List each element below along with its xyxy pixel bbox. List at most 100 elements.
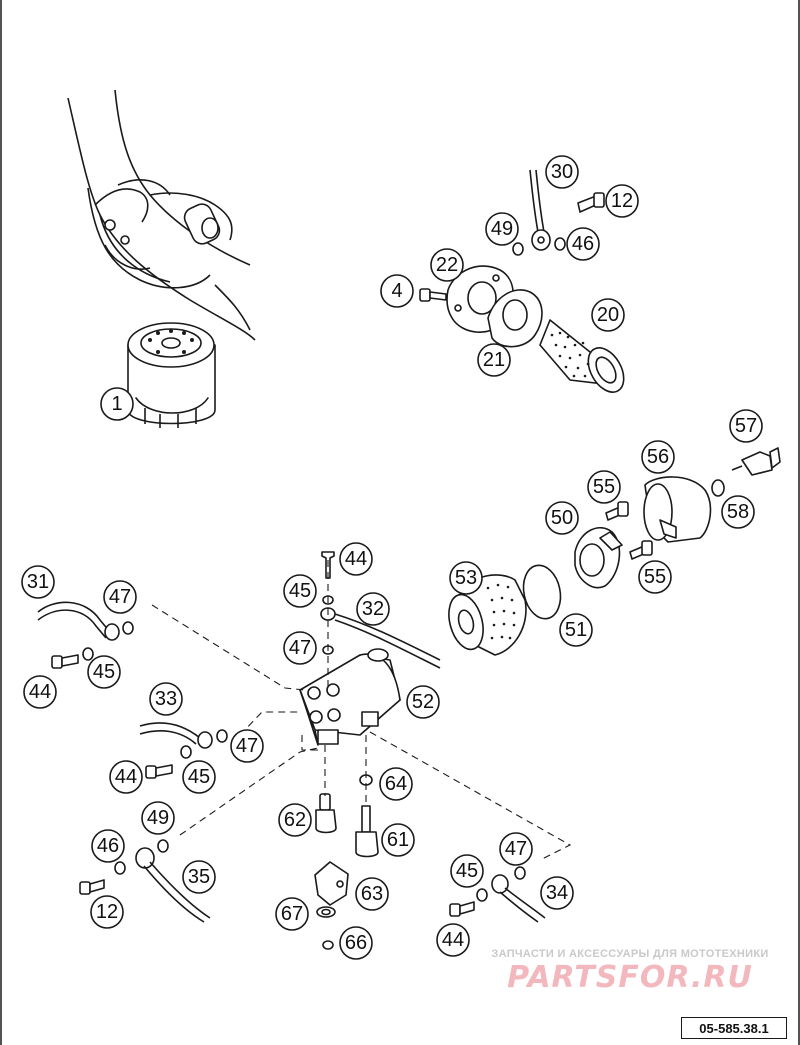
svg-text:21: 21: [483, 349, 505, 371]
callout-53: 53: [449, 561, 483, 595]
svg-text:12: 12: [611, 190, 633, 212]
svg-text:20: 20: [597, 304, 619, 326]
callout-45c: 45: [182, 760, 216, 794]
svg-text:63: 63: [361, 883, 383, 905]
svg-text:55: 55: [644, 566, 666, 588]
svg-text:35: 35: [188, 866, 210, 888]
svg-text:33: 33: [155, 688, 177, 710]
svg-text:49: 49: [147, 807, 169, 829]
callout-21: 21: [477, 343, 511, 377]
callout-44b: 44: [23, 675, 57, 709]
svg-text:4: 4: [391, 280, 402, 302]
svg-text:45: 45: [93, 661, 115, 683]
callout-63: 63: [355, 877, 389, 911]
svg-text:44: 44: [345, 548, 367, 570]
svg-text:45: 45: [289, 580, 311, 602]
callout-31: 31: [21, 565, 55, 599]
callout-32: 32: [356, 592, 390, 626]
callout-46b: 46: [91, 829, 125, 863]
callout-45d: 45: [450, 854, 484, 888]
filter-housing-group: [448, 447, 781, 656]
callout-55a: 55: [587, 470, 621, 504]
svg-text:47: 47: [505, 838, 527, 860]
callout-57: 57: [729, 409, 763, 443]
svg-text:47: 47: [289, 637, 311, 659]
callout-33: 33: [149, 682, 183, 716]
callout-34: 34: [540, 876, 574, 910]
callout-4: 4: [380, 274, 414, 308]
svg-text:44: 44: [115, 766, 137, 788]
oil-filter-1: [127, 322, 216, 428]
callout-64: 64: [379, 767, 413, 801]
svg-text:46: 46: [97, 835, 119, 857]
svg-text:52: 52: [412, 691, 434, 713]
svg-text:50: 50: [551, 507, 573, 529]
distributor-block-52: [299, 648, 401, 746]
callout-66: 66: [339, 926, 373, 960]
callout-58: 58: [721, 495, 755, 529]
filter-cover-group: [419, 169, 625, 393]
svg-text:1: 1: [111, 393, 122, 415]
callout-12b: 12: [90, 895, 124, 929]
svg-text:44: 44: [442, 929, 464, 951]
callout-56: 56: [641, 440, 675, 474]
svg-text:56: 56: [647, 446, 669, 468]
callout-50: 50: [545, 501, 579, 535]
callout-61: 61: [381, 823, 415, 857]
hose-33: [139, 722, 228, 779]
svg-text:47: 47: [236, 735, 258, 757]
leader-lines: [151, 560, 572, 861]
callout-20: 20: [591, 298, 625, 332]
callout-47a: 47: [103, 580, 137, 614]
svg-text:62: 62: [284, 809, 306, 831]
svg-text:66: 66: [345, 932, 367, 954]
svg-text:53: 53: [455, 567, 477, 589]
callout-12a: 12: [605, 184, 639, 218]
callout-55b: 55: [638, 560, 672, 594]
svg-text:44: 44: [29, 681, 51, 703]
callout-49a: 49: [485, 212, 519, 246]
callout-30: 30: [545, 155, 579, 189]
callout-51: 51: [559, 613, 593, 647]
svg-text:45: 45: [188, 766, 210, 788]
callout-45b: 45: [87, 655, 121, 689]
reference-code-box: 05-585.38.1: [681, 1017, 787, 1039]
callout-46a: 46: [566, 227, 600, 261]
callout-45a: 45: [283, 574, 317, 608]
hose-35: [79, 839, 211, 923]
svg-text:57: 57: [735, 415, 757, 437]
svg-text:46: 46: [572, 233, 594, 255]
callout-47c: 47: [230, 729, 264, 763]
svg-text:45: 45: [456, 860, 478, 882]
svg-text:64: 64: [385, 773, 407, 795]
hose-34: [449, 866, 546, 923]
watermark-logo: PARTSFOR.RU: [507, 960, 753, 995]
callout-44d: 44: [436, 923, 470, 957]
svg-text:67: 67: [281, 903, 303, 925]
hose-31: [37, 601, 134, 669]
callout-35: 35: [182, 860, 216, 894]
watermark: ЗАПЧАСТИ И АКСЕССУАРЫ ДЛЯ МОТОТЕХНИКИ PA…: [470, 948, 790, 996]
callout-62: 62: [278, 803, 312, 837]
lower-mounting-parts: [314, 774, 379, 950]
svg-text:61: 61: [387, 829, 409, 851]
svg-text:47: 47: [109, 586, 131, 608]
svg-text:30: 30: [551, 161, 573, 183]
svg-text:22: 22: [436, 254, 458, 276]
callout-22: 22: [430, 248, 464, 282]
callout-1: 1: [100, 387, 134, 421]
callout-47d: 47: [499, 832, 533, 866]
callout-44a: 44: [339, 542, 373, 576]
frame-section: [67, 89, 256, 341]
callout-49b: 49: [141, 801, 175, 835]
watermark-tagline: ЗАПЧАСТИ И АКСЕССУАРЫ ДЛЯ МОТОТЕХНИКИ: [491, 948, 769, 960]
svg-text:55: 55: [593, 476, 615, 498]
callout-44c: 44: [109, 760, 143, 794]
callout-67: 67: [275, 897, 309, 931]
svg-text:51: 51: [565, 619, 587, 641]
svg-text:12: 12: [96, 901, 118, 923]
svg-text:34: 34: [546, 882, 568, 904]
callout-47b: 47: [283, 631, 317, 665]
callout-52: 52: [406, 685, 440, 719]
